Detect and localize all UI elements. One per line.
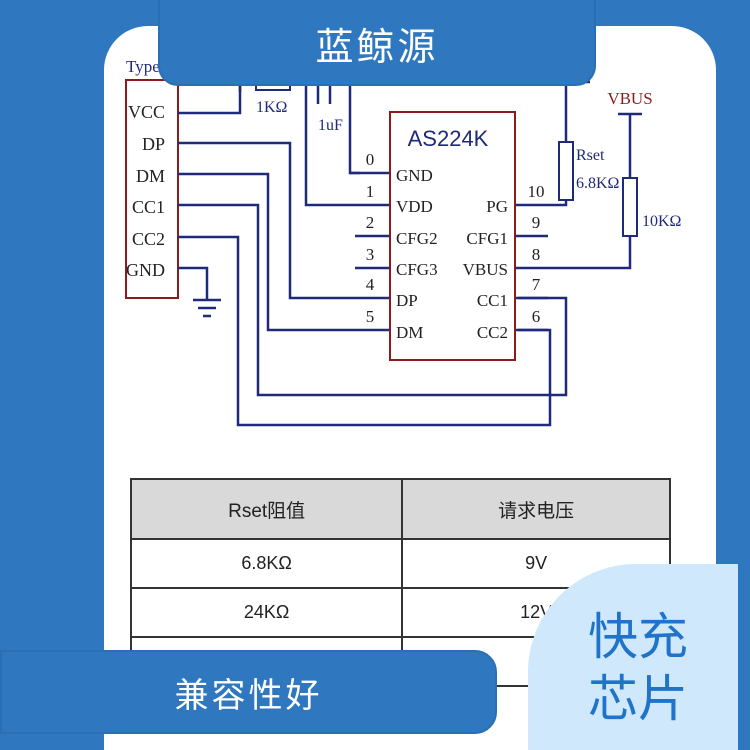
pin-num: 8 bbox=[532, 245, 541, 264]
pin-name: CC2 bbox=[477, 323, 508, 342]
wires bbox=[178, 80, 642, 427]
badge-line-1: 快充 bbox=[588, 608, 688, 666]
table-header-row: Rset阻值 请求电压 bbox=[129, 478, 671, 540]
pin-name: VBUS bbox=[463, 260, 508, 279]
pin-name: CC1 bbox=[477, 291, 508, 310]
pin-num: 5 bbox=[366, 307, 375, 326]
pin-name: CFG3 bbox=[396, 260, 438, 279]
pin-num: 10 bbox=[528, 182, 545, 201]
badge-text: 快充 芯片 bbox=[588, 606, 688, 730]
pin-name: DM bbox=[396, 323, 423, 342]
resistor-10k-label: 10KΩ bbox=[642, 213, 682, 230]
resistor-1k-label: 1KΩ bbox=[256, 99, 288, 116]
pin-name: VDD bbox=[396, 197, 433, 216]
rset-label: Rset bbox=[576, 147, 605, 164]
pin-num: 4 bbox=[366, 275, 375, 294]
pin-num: 1 bbox=[366, 182, 375, 201]
feature-text: 兼容性好 bbox=[174, 675, 323, 716]
brand-banner: 蓝鲸源 bbox=[158, 0, 596, 86]
connector-pin-dp: DP bbox=[142, 134, 165, 154]
pin-name: GND bbox=[396, 166, 433, 185]
table-cell: 9V bbox=[401, 538, 671, 589]
connector-pin-cc2: CC2 bbox=[132, 229, 165, 249]
table-cell: 24KΩ bbox=[129, 587, 404, 638]
pin-name: DP bbox=[396, 291, 418, 310]
capacitor-label: 1uF bbox=[318, 117, 343, 134]
chip-name: AS224K bbox=[408, 126, 489, 151]
connector-pin-gnd: GND bbox=[126, 260, 165, 280]
pin-num: 6 bbox=[532, 307, 541, 326]
table-cell: 6.8KΩ bbox=[129, 538, 404, 589]
pin-num: 0 bbox=[366, 150, 375, 169]
connector-pin-dm: DM bbox=[136, 166, 165, 186]
chip-body bbox=[389, 111, 516, 361]
pin-name: CFG2 bbox=[396, 229, 438, 248]
connector-box bbox=[125, 79, 179, 299]
table-header-rset: Rset阻值 bbox=[129, 478, 404, 540]
pin-name: PG bbox=[486, 197, 508, 216]
vbus-label: VBUS bbox=[607, 89, 652, 108]
pin-num: 2 bbox=[366, 213, 375, 232]
rset-value: 6.8KΩ bbox=[576, 175, 620, 192]
resistor-rset bbox=[558, 141, 574, 201]
feature-banner: 兼容性好 bbox=[0, 650, 497, 734]
table-row: 6.8KΩ 9V bbox=[129, 538, 671, 589]
pin-num: 3 bbox=[366, 245, 375, 264]
table-header-voltage: 请求电压 bbox=[401, 478, 671, 540]
pin-name: CFG1 bbox=[466, 229, 508, 248]
resistor-10k bbox=[622, 177, 638, 237]
connector-pin-vcc: VCC bbox=[128, 102, 165, 122]
connector-pin-cc1: CC1 bbox=[132, 197, 165, 217]
pin-num: 9 bbox=[532, 213, 541, 232]
brand-name: 蓝鲸源 bbox=[315, 24, 439, 69]
pin-num: 7 bbox=[532, 275, 541, 294]
badge-background bbox=[528, 564, 738, 750]
badge-line-2: 芯片 bbox=[588, 670, 688, 728]
